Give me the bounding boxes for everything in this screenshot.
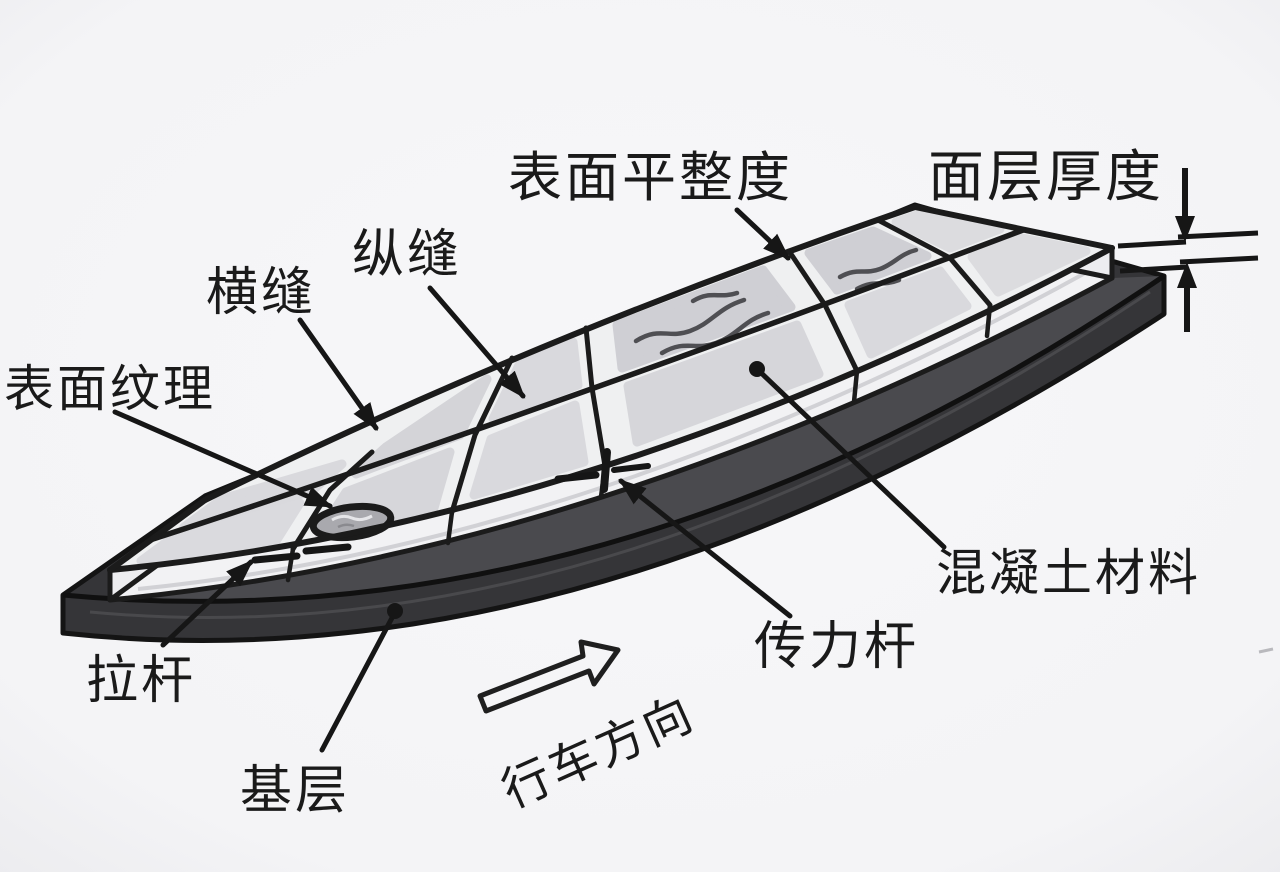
slab-panels-back-row — [179, 208, 1005, 532]
transverse-joint-5 — [875, 217, 993, 308]
label-tie-bar: 拉杆 — [86, 653, 196, 710]
transverse-joint-3 — [583, 325, 608, 469]
label-base-layer: 基层 — [240, 763, 350, 820]
driving-direction-arrow-icon — [477, 639, 621, 714]
leader-lines — [112, 207, 947, 753]
dowel-bar-marks — [554, 448, 651, 493]
diagram-labels: 表面纹理 横缝 纵缝 表面平整度 面层厚度 拉杆 基层 传力杆 混凝土材料 — [4, 147, 1201, 820]
tie-bar-marks — [251, 543, 352, 564]
leader-surface-texture — [112, 409, 334, 509]
slab-surface — [107, 204, 1115, 583]
far-edge-line — [202, 204, 918, 503]
leader-concrete-material — [754, 366, 947, 550]
right-end-edge — [912, 204, 1115, 251]
base-layer-point-dot — [387, 603, 403, 619]
leader-dowel-bar — [618, 478, 793, 619]
stray-mark — [1258, 647, 1274, 654]
leader-surface-smoothness — [734, 207, 791, 261]
label-surface-smoothness: 表面平整度 — [508, 148, 793, 208]
label-surface-thickness: 面层厚度 — [928, 147, 1164, 209]
leader-base-layer — [319, 613, 396, 753]
label-longitudinal-joint: 纵缝 — [352, 227, 462, 284]
label-transverse-joint: 横缝 — [206, 265, 316, 322]
label-concrete-material: 混凝土材料 — [936, 545, 1201, 601]
concrete-material-point-dot — [749, 361, 765, 377]
label-surface-texture: 表面纹理 — [4, 361, 216, 417]
leader-tie-bar — [160, 559, 254, 648]
label-dowel-bar: 传力杆 — [754, 619, 919, 676]
leader-longitudinal-joint — [427, 285, 526, 399]
longitudinal-joint-line — [150, 227, 1026, 542]
leader-transverse-joint — [297, 317, 379, 431]
transverse-joint-4 — [786, 248, 860, 374]
thickness-indicator — [1117, 168, 1259, 332]
